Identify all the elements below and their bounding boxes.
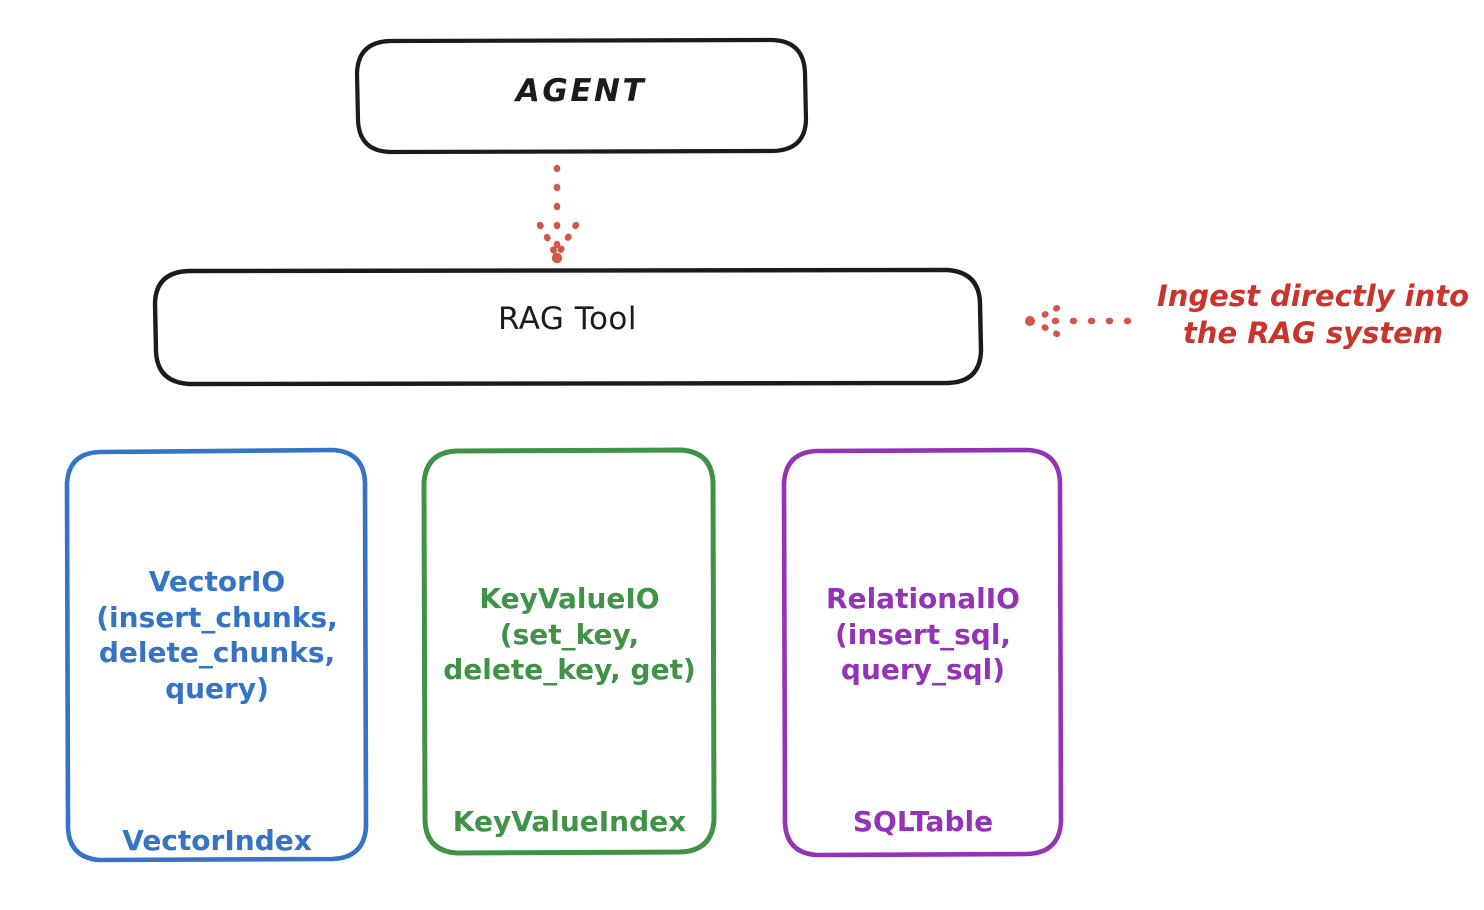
arrowhead-right-barb: [556, 221, 580, 255]
ingest-annotation-text: Ingest directly into the RAG system: [1156, 279, 1470, 351]
vector-io-node[interactable]: [64, 447, 369, 863]
arrowhead-tip: [551, 252, 563, 264]
annotation-arrowhead-tip: [1025, 316, 1035, 326]
keyvalue-io-box-outline: [421, 447, 717, 856]
vector-io-box-outline: [64, 447, 369, 863]
connector-annotation-to-rag: [1025, 304, 1132, 338]
connector-agent-to-rag: [536, 164, 580, 264]
rag-tool-node[interactable]: [152, 267, 984, 387]
annotation-arrowhead-top-barb: [1031, 304, 1061, 324]
arrowhead-left-barb: [536, 221, 558, 255]
annotation-arrowhead-bottom-barb: [1031, 318, 1061, 338]
relational-io-box-outline: [781, 447, 1064, 858]
keyvalue-io-node[interactable]: [421, 447, 717, 856]
relational-io-node[interactable]: [781, 447, 1064, 858]
agent-box-outline: [354, 37, 809, 155]
agent-node[interactable]: [354, 37, 809, 155]
rag-tool-box-outline: [152, 267, 984, 387]
